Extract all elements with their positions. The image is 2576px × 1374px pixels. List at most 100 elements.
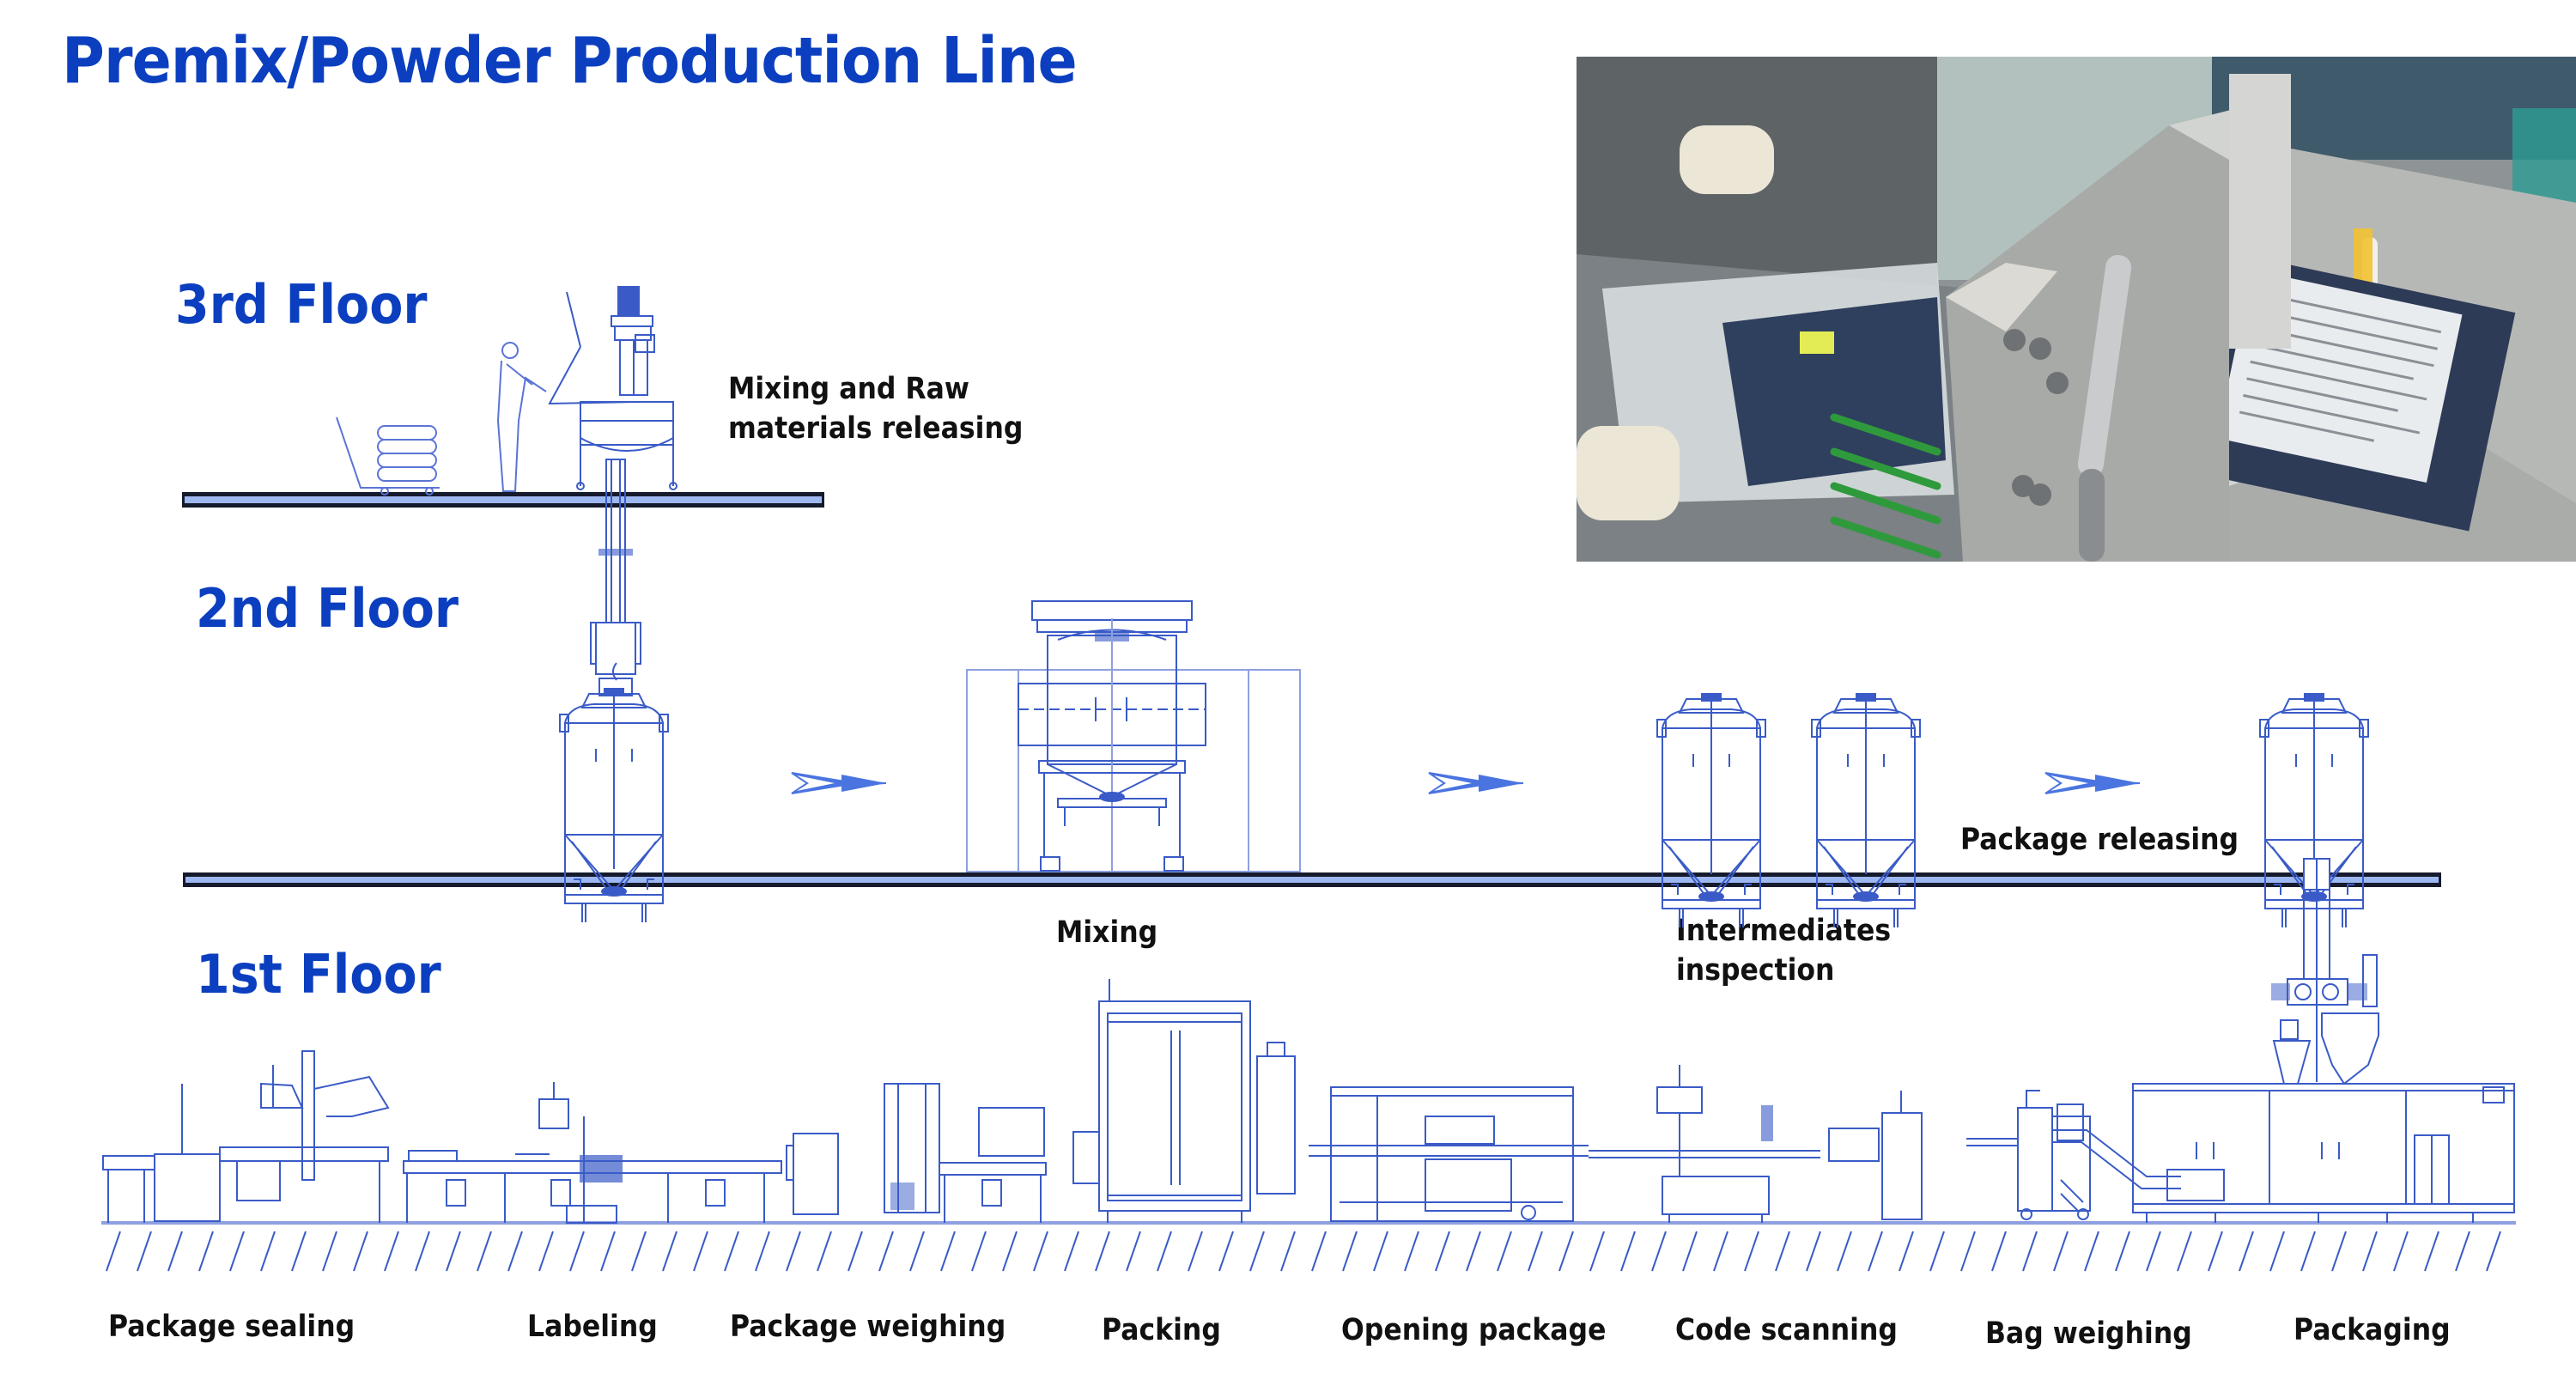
station-label-labeling: Labeling	[527, 1310, 658, 1344]
flow-arrow-3	[2044, 772, 2141, 794]
hatch-line	[1528, 1231, 1543, 1272]
hatch-line	[477, 1231, 492, 1272]
hatch-line	[817, 1231, 832, 1272]
hatch-line	[507, 1231, 523, 1272]
code-scanner-icon	[1589, 1065, 1923, 1223]
hatch-line	[786, 1231, 801, 1272]
hatch-line	[1157, 1231, 1172, 1272]
drop-pipe-icon	[2271, 858, 2379, 1085]
floor-label-third: 3rd Floor	[175, 273, 428, 336]
hatch-line	[1033, 1231, 1048, 1272]
material-cart-icon	[336, 416, 440, 495]
hatch-line	[353, 1231, 368, 1272]
machine-photo	[1577, 57, 2576, 562]
hatch-line	[167, 1231, 183, 1272]
hatch-line	[1991, 1231, 2007, 1272]
hatch-line	[415, 1231, 430, 1272]
label-mixing-raw-line1: Mixing and Raw	[728, 372, 970, 406]
hatch-line	[2424, 1231, 2439, 1272]
station-label-opening-package: Opening package	[1341, 1313, 1607, 1347]
hatch-line	[2177, 1231, 2192, 1272]
hatch-line	[631, 1231, 647, 1272]
hatch-line	[1188, 1231, 1203, 1272]
floor-label-first: 1st Floor	[196, 943, 441, 1006]
hatch-line	[1713, 1231, 1728, 1272]
packaging-machine-icon	[2132, 1083, 2515, 1223]
flow-arrow-1	[791, 772, 887, 794]
ground-hatching	[106, 1231, 2501, 1272]
photo-roller-left	[1577, 426, 1680, 520]
hatch-line	[1744, 1231, 1759, 1272]
station-label-bag-weighing: Bag weighing	[1985, 1316, 2192, 1351]
dumping-station-icon	[548, 286, 677, 490]
hatch-line	[2115, 1231, 2130, 1272]
labeling-machine-icon	[403, 1082, 782, 1224]
hatch-line	[2331, 1231, 2347, 1272]
hatch-line	[1466, 1231, 1481, 1272]
hatch-line	[229, 1231, 245, 1272]
hatch-line	[1589, 1231, 1605, 1272]
silo-intermediate-1	[1656, 693, 1766, 928]
hatch-line	[106, 1231, 121, 1272]
hatch-line	[2208, 1231, 2223, 1272]
label-intermediates-inspection: Intermediates inspection	[1676, 911, 1891, 990]
hatch-line	[971, 1231, 987, 1272]
hatch-line	[2239, 1231, 2254, 1272]
hatch-line	[1311, 1231, 1327, 1272]
station-label-package-sealing: Package sealing	[108, 1310, 355, 1344]
hatch-line	[446, 1231, 461, 1272]
hatch-line	[2486, 1231, 2501, 1272]
hatch-line	[755, 1231, 770, 1272]
hatch-line	[291, 1231, 307, 1272]
chute-3rd-to-2nd-icon	[590, 459, 641, 696]
hatch-line	[2053, 1231, 2069, 1272]
hatch-line	[909, 1231, 925, 1272]
station-label-package-weighing: Package weighing	[730, 1310, 1006, 1344]
hatch-line	[1837, 1231, 1852, 1272]
hatch-line	[569, 1231, 585, 1272]
sealing-machine-icon	[102, 1050, 390, 1223]
label-package-releasing: Package releasing	[1960, 823, 2239, 857]
hatch-line	[2455, 1231, 2470, 1272]
bag-weigher-icon	[1966, 1090, 2181, 1220]
hatch-line	[2362, 1231, 2378, 1272]
bin-mixer-icon	[966, 600, 1301, 872]
hatch-line	[1342, 1231, 1358, 1272]
hatch-line	[1064, 1231, 1079, 1272]
hatch-line	[1651, 1231, 1667, 1272]
hatch-line	[384, 1231, 399, 1272]
hatch-line	[2022, 1231, 2038, 1272]
hatch-line	[1280, 1231, 1296, 1272]
hatch-line	[1558, 1231, 1574, 1272]
label-mixing-raw-line2: materials releasing	[728, 411, 1024, 446]
hatch-line	[1249, 1231, 1265, 1272]
station-label-packaging: Packaging	[2293, 1313, 2451, 1347]
floor-label-second: 2nd Floor	[196, 577, 459, 640]
machine-photo-illustration	[1577, 57, 2576, 562]
label-mixing: Mixing	[1056, 915, 1158, 950]
hatch-line	[1497, 1231, 1512, 1272]
operator-figure-icon	[496, 342, 547, 492]
page-title: Premix/Powder Production Line	[62, 24, 1078, 98]
hatch-line	[1404, 1231, 1419, 1272]
hatch-line	[2084, 1231, 2099, 1272]
hatch-line	[1682, 1231, 1698, 1272]
photo-guide-post	[2229, 74, 2291, 349]
label-mixing-raw-materials: Mixing and Raw materials releasing	[728, 369, 1023, 448]
hatch-line	[260, 1231, 276, 1272]
case-erector-icon	[1309, 1086, 1589, 1222]
hatch-line	[600, 1231, 616, 1272]
hatch-line	[724, 1231, 739, 1272]
hatch-line	[940, 1231, 956, 1272]
hatch-line	[1126, 1231, 1141, 1272]
photo-center-steel-plate	[1946, 125, 2229, 562]
hatch-line	[2393, 1231, 2409, 1272]
silo-releasing	[2259, 693, 2369, 928]
hatch-line	[1218, 1231, 1234, 1272]
third-floor-slab	[182, 492, 824, 508]
hatch-line	[848, 1231, 863, 1272]
photo-roller-top	[1680, 125, 1774, 194]
hatch-line	[1806, 1231, 1821, 1272]
hatch-line	[538, 1231, 554, 1272]
